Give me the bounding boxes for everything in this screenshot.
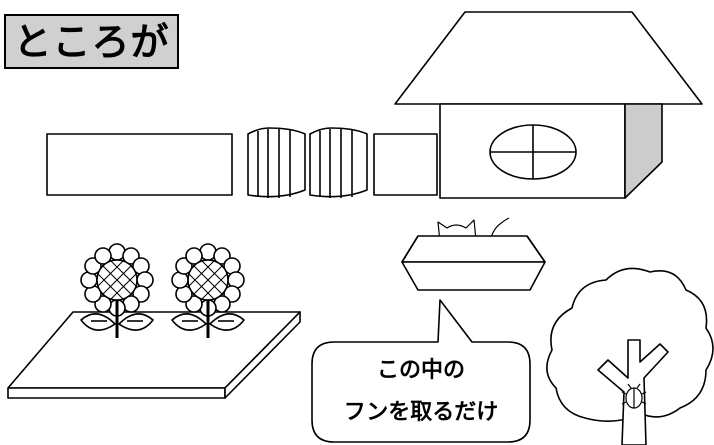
flower-bed-icon xyxy=(7,311,301,399)
litter-box-icon xyxy=(401,235,546,291)
title-text: ところが xyxy=(13,19,170,64)
title-box: ところが xyxy=(4,14,179,69)
speech-bubble-line-2: フンを取るだけ xyxy=(343,400,499,425)
speech-bubble xyxy=(311,299,531,443)
tree-icon xyxy=(546,267,714,445)
sunflower-icon xyxy=(171,243,245,338)
pipe-segments-icon xyxy=(46,127,438,198)
sunflower-icon xyxy=(80,243,154,338)
house-icon xyxy=(394,11,703,199)
beetle-icon xyxy=(621,383,647,409)
speech-bubble-line-1: この中の xyxy=(376,358,465,383)
